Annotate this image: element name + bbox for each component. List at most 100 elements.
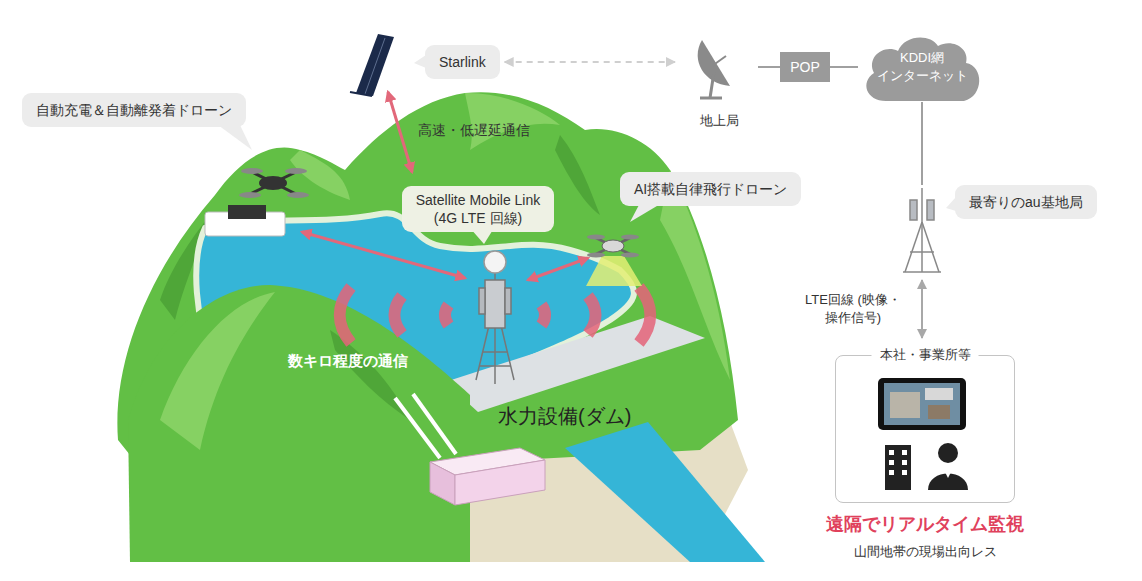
hill	[128, 285, 470, 562]
rect-shape	[928, 405, 950, 419]
rect-shape	[902, 460, 907, 465]
office-panel: 本社・事業所等	[835, 343, 1015, 503]
ellipse-shape	[602, 240, 624, 252]
polygon-shape	[586, 256, 642, 286]
callout-bubble: AI搭載自律飛行ドローン	[620, 172, 801, 206]
rect-shape	[505, 288, 511, 314]
line-shape	[905, 222, 922, 272]
line-shape	[903, 271, 941, 273]
ellipse-shape	[587, 253, 605, 258]
river	[565, 422, 765, 562]
rect-shape	[889, 460, 894, 465]
node-text: 自動充電＆自動離発着ドローン	[36, 101, 232, 119]
hq-icons	[878, 378, 968, 490]
base-station: 最寄りのau基地局	[890, 185, 1105, 275]
rect-shape	[910, 200, 917, 220]
line-shape	[596, 238, 630, 254]
ellipse-shape	[285, 168, 307, 174]
rect-shape	[889, 470, 894, 475]
rect-shape	[885, 445, 911, 490]
node-text: KDDI網 インターネット	[876, 49, 968, 84]
rect-shape	[878, 378, 966, 430]
node-text: Satellite Mobile Link (4G LTE 回線)	[408, 191, 548, 227]
circle-shape	[484, 251, 506, 273]
ellipse-shape	[287, 192, 309, 198]
ellipse-shape	[259, 176, 287, 190]
mountain-light	[465, 93, 560, 150]
radio-link	[302, 92, 588, 280]
path-shape	[542, 305, 546, 325]
line-shape	[302, 232, 465, 278]
hill-light	[160, 292, 275, 450]
rect-shape	[479, 288, 485, 314]
line-shape	[365, 38, 385, 94]
path-shape	[430, 462, 455, 505]
rect-shape	[889, 450, 894, 455]
connector	[921, 280, 923, 338]
node-text: 本社・事業所等	[872, 346, 979, 364]
node-text: 最寄りのau基地局	[955, 185, 1097, 219]
line-shape	[250, 172, 296, 194]
line-shape	[479, 365, 511, 367]
rect-shape	[884, 383, 960, 425]
hill-dark	[330, 330, 410, 420]
path-shape	[639, 287, 650, 343]
headline-label: 遠隔でリアルタイム監視	[826, 512, 1024, 536]
ellipse-shape	[239, 192, 261, 198]
ellipse-shape	[621, 253, 639, 258]
note-label: 山間地帯の現場出向レス	[854, 543, 997, 561]
antenna-tower	[476, 251, 514, 384]
ellipse-shape	[241, 168, 263, 174]
edge-label: LTE回線 (映像・操作信号)	[798, 291, 908, 326]
range-label: 数キロ程度の通信	[288, 352, 408, 371]
base-station-tower	[903, 188, 941, 272]
rect-shape	[925, 388, 953, 400]
polygon-shape	[356, 34, 394, 96]
network-cloud: KDDI網 インターネット	[858, 32, 986, 102]
rect-shape	[228, 205, 266, 219]
line-shape	[413, 394, 456, 454]
connector	[758, 66, 780, 68]
node-text: Starlink	[439, 53, 486, 71]
ellipse-shape	[621, 235, 639, 240]
panel-border	[835, 355, 1015, 503]
path-shape	[588, 296, 596, 334]
line-shape	[712, 56, 726, 66]
line-shape	[922, 222, 939, 272]
line-shape	[350, 92, 372, 96]
node-text: AI搭載自律飛行ドローン	[634, 180, 787, 198]
bubble-tail	[218, 55, 956, 244]
rect-shape	[927, 200, 934, 220]
connector	[505, 61, 675, 63]
dam	[445, 316, 705, 412]
rect-shape	[890, 392, 920, 418]
line-shape	[528, 258, 588, 280]
line-shape	[700, 97, 722, 100]
ai-drone	[586, 235, 642, 287]
node-text: 地上局	[680, 112, 758, 130]
cloud-shape	[858, 32, 986, 102]
satellite	[350, 34, 394, 96]
connector	[830, 66, 858, 68]
line-shape	[921, 188, 923, 272]
circle-shape	[938, 443, 958, 463]
cloud-outline	[866, 37, 979, 101]
rect-shape	[902, 470, 907, 475]
callout-bubble: 自動充電＆自動離発着ドローン	[22, 93, 246, 127]
facility-label: 水力設備(ダム)	[498, 403, 631, 430]
link-label: 高速・低遅延通信	[418, 122, 530, 140]
path-shape	[455, 460, 545, 505]
pop-box: POP	[780, 52, 830, 82]
line-shape	[710, 72, 714, 98]
line-shape	[910, 251, 934, 253]
mountain-dark	[555, 135, 600, 215]
polygon-shape	[943, 468, 953, 478]
line-shape	[388, 92, 412, 172]
charging-drone	[205, 168, 309, 236]
path-shape	[445, 305, 449, 325]
link-bubble: Satellite Mobile Link (4G LTE 回線)	[402, 186, 554, 232]
connector	[921, 102, 923, 185]
line-shape	[596, 238, 630, 254]
polygon-shape	[218, 125, 252, 150]
